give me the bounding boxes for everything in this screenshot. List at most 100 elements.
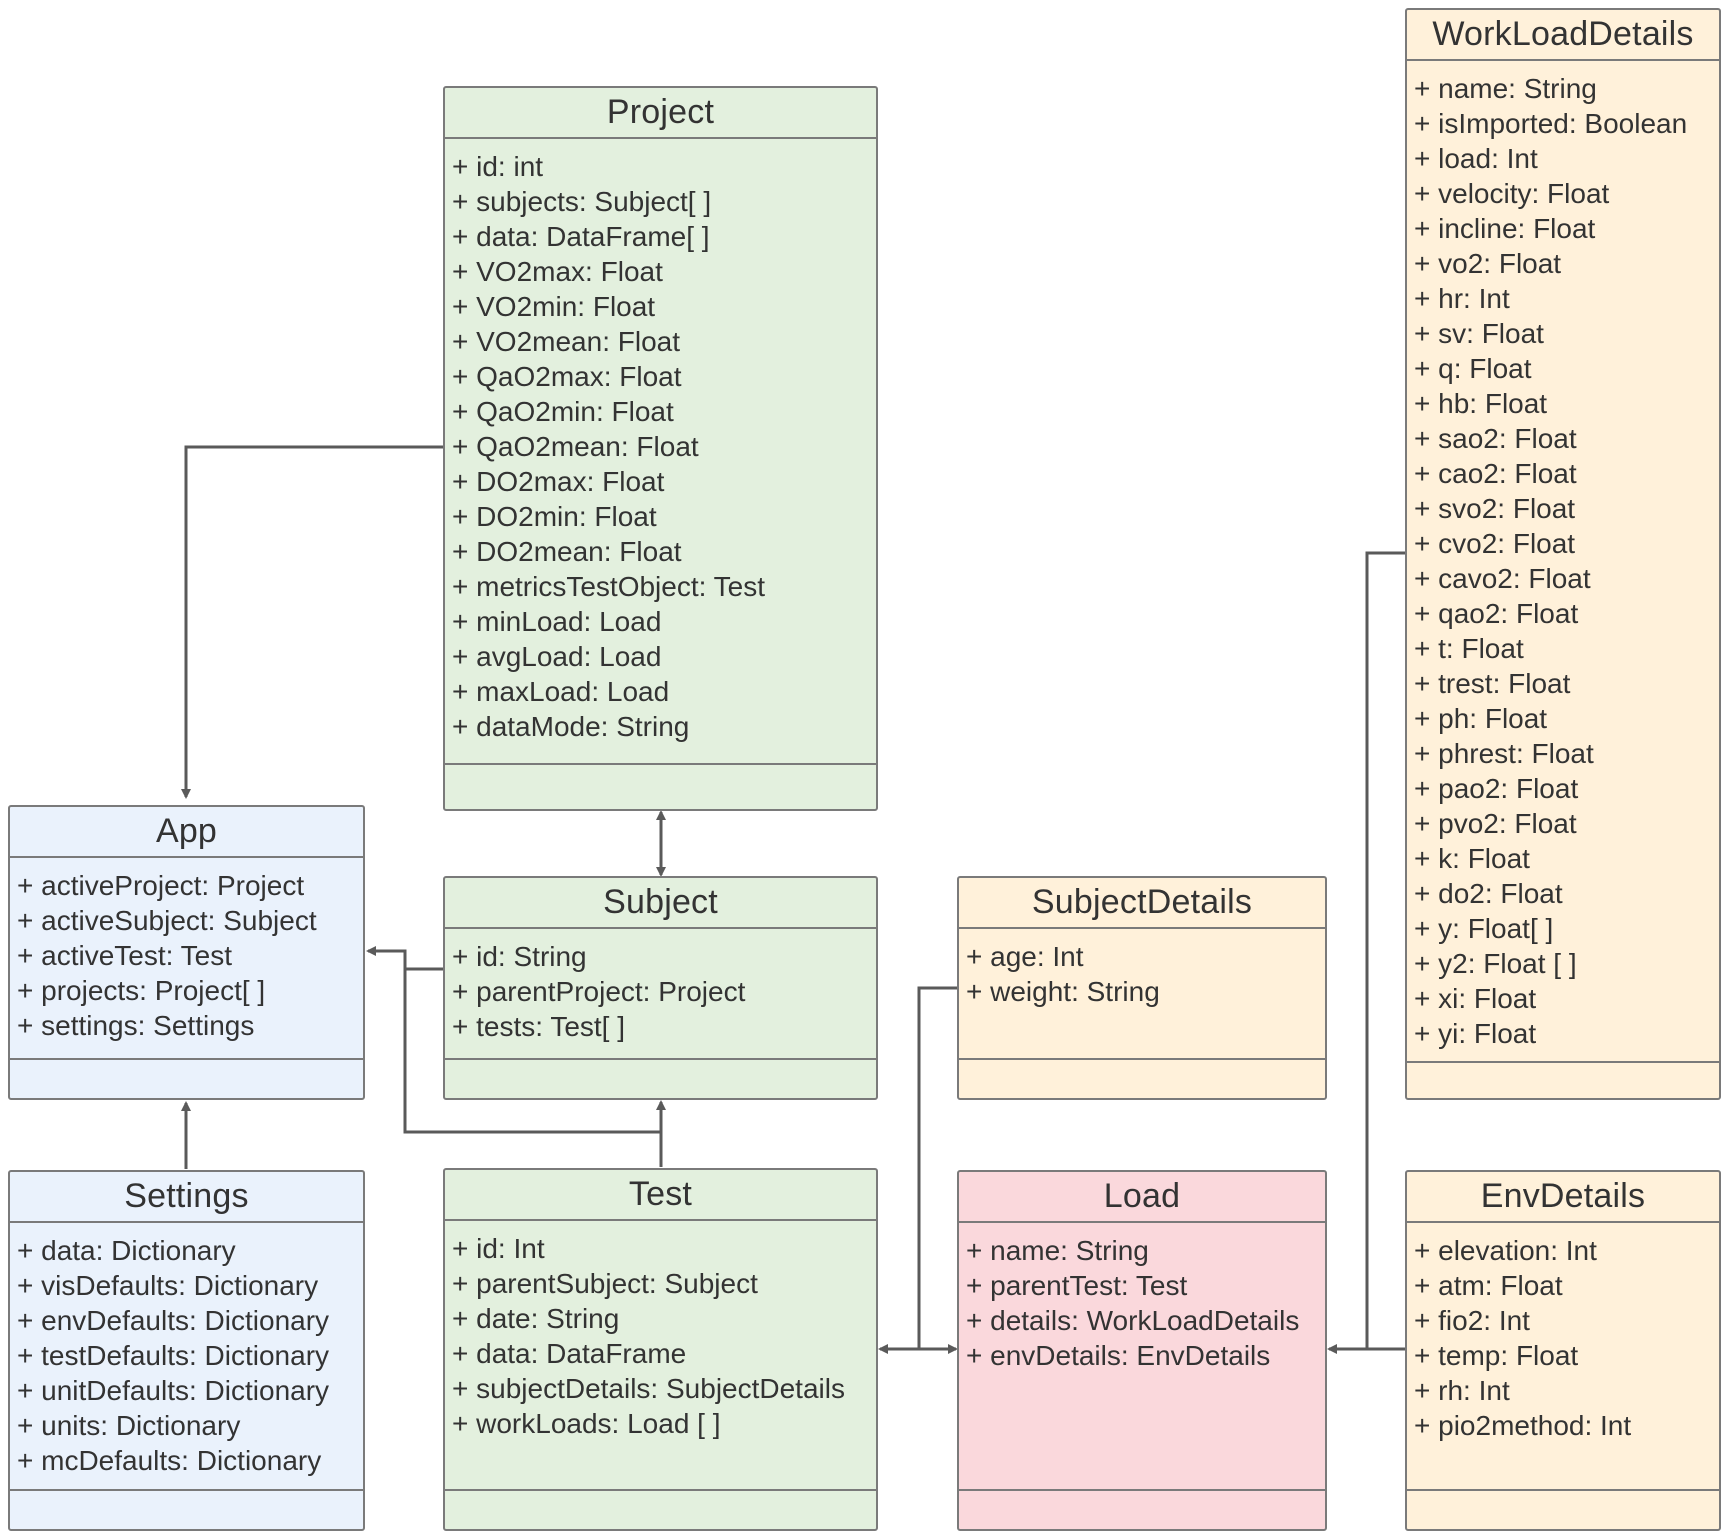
attribute-row: + DO2mean: Float: [452, 536, 682, 567]
class-settings-attributes: + data: Dictionary + visDefaults: Diction…: [10, 1223, 363, 1489]
class-subject-operations: [445, 1058, 876, 1098]
class-load-attributes: + name: String + parentTest: Test + detail…: [959, 1223, 1325, 1489]
connector-subject-to-app: [366, 946, 443, 971]
attribute-row: + metricsTestObject: Test: [452, 571, 766, 602]
attribute-row: + phrest: Float: [1414, 738, 1594, 769]
connector-workloaddetails-to-load: [1327, 551, 1405, 1354]
attribute-row: + t: Float: [1414, 633, 1524, 664]
attribute-row: + k: Float: [1414, 843, 1530, 874]
class-subjectdetails-attributes: + age: Int + weight: String: [959, 929, 1325, 1058]
attribute-row: + y2: Float [ ]: [1414, 948, 1577, 979]
attribute-row: + VO2mean: Float: [452, 326, 681, 357]
attribute-row: + testDefaults: Dictionary: [17, 1340, 330, 1371]
attribute-row: + envDefaults: Dictionary: [17, 1305, 330, 1336]
class-project-operations: [445, 763, 876, 809]
attribute-row: + name: String: [966, 1235, 1149, 1266]
attribute-row: + QaO2max: Float: [452, 361, 682, 392]
class-project-attributes: + id: int + subjects: Subject[ ] + data: D…: [445, 139, 876, 763]
attribute-row: + xi: Float: [1414, 983, 1537, 1014]
attribute-row: + data: DataFrame: [452, 1338, 687, 1369]
class-load: Load + name: String + parentTest: Test + d…: [957, 1170, 1327, 1531]
class-settings: Settings + data: Dictionary + visDefaults…: [8, 1170, 365, 1531]
class-test-title: Test: [445, 1170, 876, 1221]
attribute-row: + date: String: [452, 1303, 620, 1334]
connector-project-to-app: [181, 445, 443, 799]
attribute-row: + units: Dictionary: [17, 1410, 241, 1441]
class-app: App + activeProject: Project+ activeSubj…: [8, 805, 365, 1100]
attribute-row: + parentTest: Test: [966, 1270, 1188, 1301]
attribute-row: + id: int: [452, 151, 544, 182]
class-subjectdetails-title: SubjectDetails: [959, 878, 1325, 929]
attribute-row: + QaO2mean: Float: [452, 431, 699, 462]
attribute-row: + id: Int: [452, 1233, 545, 1264]
attribute-row: + isImported: Boolean: [1414, 108, 1688, 139]
class-subject-title: Subject: [445, 878, 876, 929]
attribute-row: + sao2: Float: [1414, 423, 1577, 454]
attribute-row: + name: String: [1414, 73, 1597, 104]
class-settings-title: Settings: [10, 1172, 363, 1223]
attribute-row: + yi: Float: [1414, 1018, 1537, 1049]
attribute-row: + VO2min: Float: [452, 291, 656, 322]
class-test-operations: [445, 1489, 876, 1529]
class-settings-operations: [10, 1489, 363, 1529]
attribute-row: + q: Float: [1414, 353, 1532, 384]
attribute-row: + hb: Float: [1414, 388, 1548, 419]
attribute-row: + cvo2: Float: [1414, 528, 1576, 559]
attribute-row: + subjects: Subject[ ]: [452, 186, 712, 217]
attribute-row: + data: Dictionary: [17, 1235, 236, 1266]
attribute-row: + projects: Project[ ]: [17, 975, 266, 1006]
attribute-row: + maxLoad: Load: [452, 676, 670, 707]
attribute-row: + visDefaults: Dictionary: [17, 1270, 319, 1301]
attribute-row: + qao2: Float: [1414, 598, 1579, 629]
class-subject-attributes: + id: String + parentProject: Project + te…: [445, 929, 876, 1058]
attribute-row: + mcDefaults: Dictionary: [17, 1445, 322, 1476]
class-load-title: Load: [959, 1172, 1325, 1223]
attribute-row: + do2: Float: [1414, 878, 1563, 909]
class-workloaddetails-title: WorkLoadDetails: [1407, 10, 1719, 61]
class-subjectdetails-operations: [959, 1058, 1325, 1098]
attribute-row: + weight: String: [966, 976, 1160, 1007]
attribute-row: + pvo2: Float: [1414, 808, 1577, 839]
attribute-row: + incline: Float: [1414, 213, 1596, 244]
attribute-row: + settings: Settings: [17, 1010, 255, 1041]
attribute-row: + sv: Float: [1414, 318, 1544, 349]
attribute-row: + velocity: Float: [1414, 178, 1610, 209]
attribute-row: + DO2min: Float: [452, 501, 657, 532]
attribute-row: + parentSubject: Subject: [452, 1268, 758, 1299]
class-load-operations: [959, 1489, 1325, 1529]
class-envdetails-operations: [1407, 1489, 1719, 1529]
attribute-row: + tests: Test[ ]: [452, 1011, 626, 1042]
attribute-row: + DO2max: Float: [452, 466, 665, 497]
attribute-row: + VO2max: Float: [452, 256, 663, 287]
attribute-row: + hr: Int: [1414, 283, 1510, 314]
class-envdetails-attributes: + elevation: Int+ atm: Float+ fio2: Int+…: [1407, 1223, 1719, 1489]
attribute-row: + rh: Int: [1414, 1375, 1510, 1406]
attribute-row: + vo2: Float: [1414, 248, 1562, 279]
attribute-row: + details: WorkLoadDetails: [966, 1305, 1300, 1336]
class-subjectdetails: SubjectDetails + age: Int + weight: Strin…: [957, 876, 1327, 1100]
attribute-row: + minLoad: Load: [452, 606, 662, 637]
attribute-row: + ph: Float: [1414, 703, 1548, 734]
class-app-operations: [10, 1058, 363, 1098]
attribute-row: + unitDefaults: Dictionary: [17, 1375, 330, 1406]
attribute-row: + activeSubject: Subject: [17, 905, 317, 936]
attribute-row: + data: DataFrame[ ]: [452, 221, 710, 252]
attribute-row: + activeProject: Project: [17, 870, 305, 901]
attribute-row: + temp: Float: [1414, 1340, 1579, 1371]
attribute-row: + avgLoad: Load: [452, 641, 662, 672]
class-test-attributes: + id: Int + parentSubject: Subject + date:…: [445, 1221, 876, 1489]
class-envdetails-title: EnvDetails: [1407, 1172, 1719, 1223]
attribute-row: + trest: Float: [1414, 668, 1571, 699]
attribute-row: + id: String: [452, 941, 587, 972]
attribute-row: + fio2: Int: [1414, 1305, 1530, 1336]
class-project: Project + id: int+ subjects: Subject[ ]+…: [443, 86, 878, 811]
attribute-row: + age: Int: [966, 941, 1084, 972]
attribute-row: + dataMode: String: [452, 711, 690, 742]
attribute-row: + elevation: Int: [1414, 1235, 1597, 1266]
connector-subjectdetails-to-test: [878, 986, 957, 1354]
attribute-row: + activeTest: Test: [17, 940, 233, 971]
attribute-row: + load: Int: [1414, 143, 1538, 174]
attribute-row: + parentProject: Project: [452, 976, 746, 1007]
class-app-attributes: + activeProject: Project + activeSubject:…: [10, 858, 363, 1058]
